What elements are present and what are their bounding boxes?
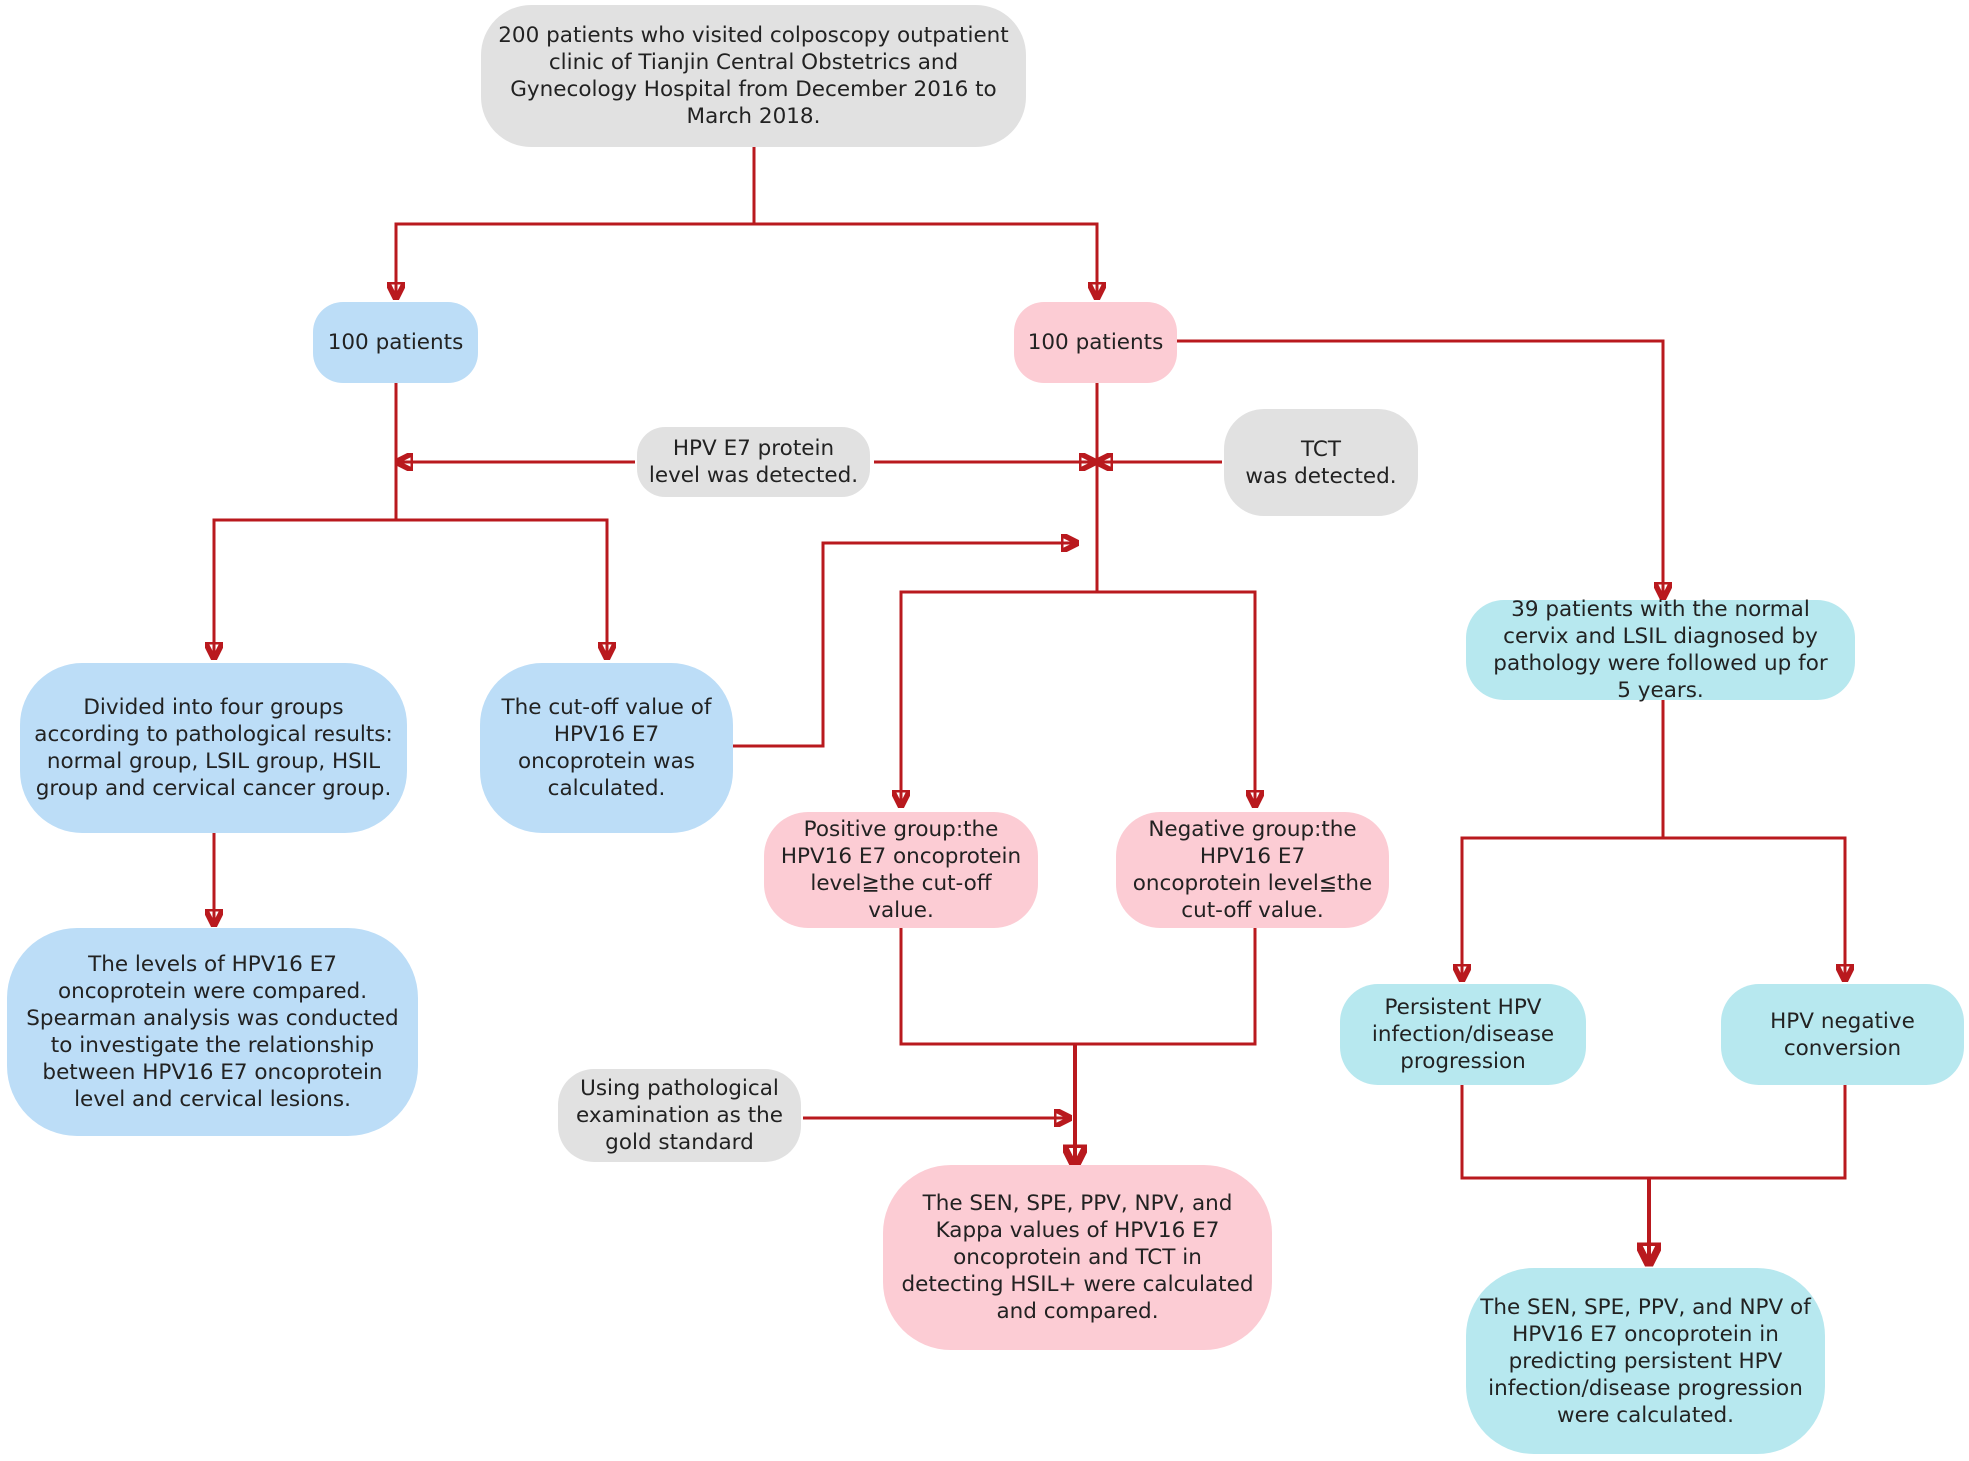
connector-root-to-left-patients — [396, 222, 754, 298]
connector-cutoff-to-right-trunk — [733, 543, 1077, 748]
connector-conversion-merge — [1649, 1085, 1847, 1180]
tct-detected-node: TCT was detected. — [1224, 409, 1418, 516]
gold-standard-node: Using pathological examination as the go… — [558, 1069, 801, 1162]
cutoff-node: The cut-off value of HPV16 E7 oncoprotei… — [480, 663, 733, 833]
negative-conversion-node: HPV negative conversion — [1721, 984, 1964, 1085]
connector-persistent-merge — [1460, 1085, 1649, 1180]
right-patients-node: 100 patients — [1014, 302, 1177, 383]
root-node: 200 patients who visited colposcopy outp… — [481, 5, 1026, 147]
connector-root-to-right-patients — [754, 222, 1097, 298]
four-groups-node: Divided into four groups according to pa… — [20, 663, 407, 833]
followup-node: 39 patients with the normal cervix and L… — [1466, 597, 1855, 703]
levels-compared-node: The levels of HPV16 E7 oncoprotein were … — [7, 928, 418, 1136]
connector-right-patients-to-followup — [1177, 339, 1663, 598]
connector-negative-merge — [1075, 928, 1257, 1046]
connector-positive-merge — [899, 928, 1075, 1046]
connector-right-to-positive — [901, 590, 1097, 806]
connector-followup-to-persistent — [1462, 836, 1663, 980]
connector-right-to-negative — [1097, 590, 1255, 806]
connector-left-to-four-groups — [214, 518, 396, 658]
positive-group-node: Positive group:the HPV16 E7 oncoprotein … — [764, 812, 1038, 928]
hpv-detected-node: HPV E7 protein level was detected. — [637, 427, 870, 497]
connector-left-to-cutoff — [396, 518, 607, 658]
connector-followup-to-conversion — [1663, 836, 1845, 980]
sen-spe-kappa-node: The SEN, SPE, PPV, NPV, and Kappa values… — [883, 1165, 1272, 1350]
sen-spe-persistent-node: The SEN, SPE, PPV, and NPV of HPV16 E7 o… — [1466, 1268, 1825, 1454]
negative-group-node: Negative group:the HPV16 E7 oncoprotein … — [1116, 812, 1389, 928]
persistent-node: Persistent HPV infection/disease progres… — [1340, 984, 1586, 1085]
left-patients-node: 100 patients — [313, 302, 478, 383]
